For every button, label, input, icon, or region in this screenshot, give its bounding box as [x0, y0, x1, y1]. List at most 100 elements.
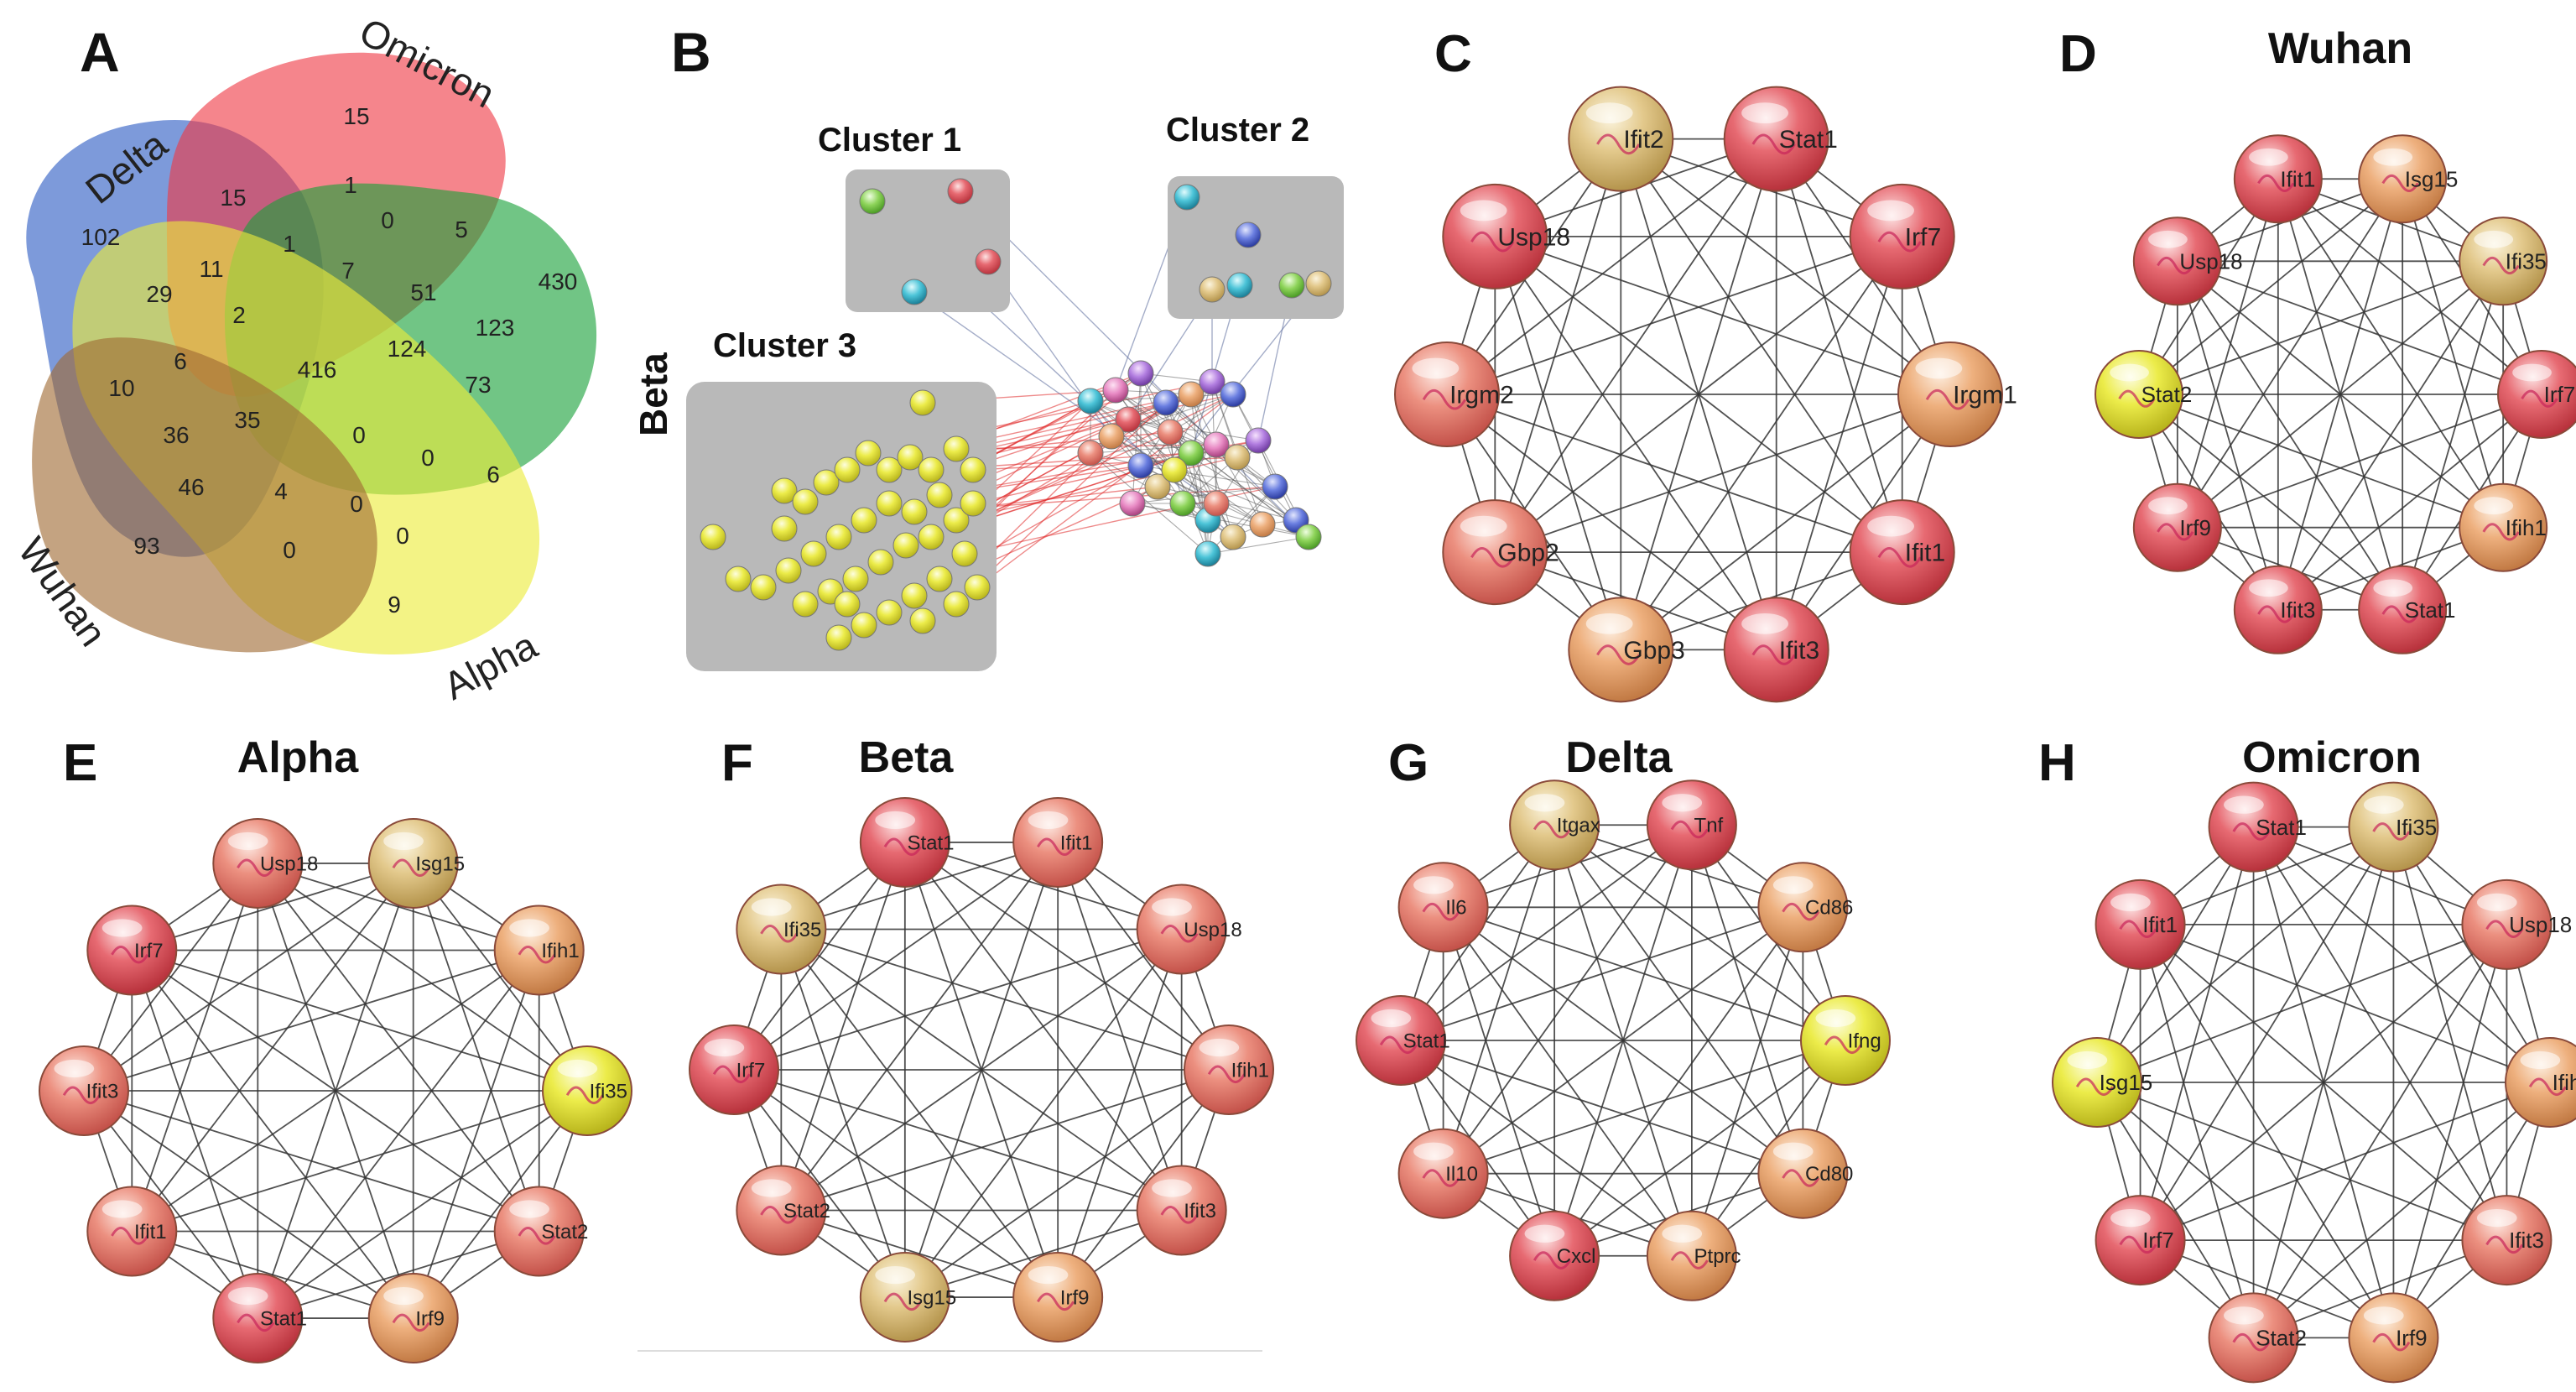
protein-node-label: Irf9 — [415, 1307, 445, 1330]
network-edge — [2402, 261, 2505, 611]
protein-node[interactable]: Gbp3 — [1568, 597, 1685, 703]
protein-node[interactable]: Stat1 — [1356, 995, 1450, 1086]
protein-node[interactable]: Ifi35 — [2459, 216, 2548, 306]
protein-node[interactable]: Ifng — [1800, 995, 1891, 1086]
protein-node[interactable]: Il6 — [1397, 862, 1489, 953]
protein-node[interactable]: Ifit3 — [1723, 597, 1829, 703]
protein-node-small — [1278, 272, 1305, 299]
protein-node[interactable]: Ifit1 — [1012, 796, 1104, 888]
network-edge — [2096, 1082, 2395, 1339]
protein-node-label: Itgax — [1557, 815, 1600, 837]
protein-node-small — [842, 566, 869, 592]
panel-b-network: B Beta Cluster 1 Cluster 2 Cluster 3 — [632, 21, 1344, 1352]
protein-node[interactable]: Isg15 — [367, 817, 465, 909]
protein-node[interactable]: Irf9 — [1012, 1252, 1104, 1343]
protein-node[interactable]: Ifih1 — [2459, 482, 2548, 572]
protein-node-highlight — [1585, 102, 1633, 124]
protein-node[interactable]: Ifi35 — [736, 884, 827, 975]
protein-node[interactable]: Stat2 — [493, 1186, 589, 1277]
protein-node-small — [960, 456, 986, 483]
protein-node[interactable]: Irf7 — [689, 1024, 779, 1115]
protein-node-small — [1199, 368, 1226, 395]
protein-node[interactable]: Isg15 — [2052, 1037, 2152, 1128]
protein-node[interactable]: Ifi35 — [2348, 781, 2439, 873]
protein-node[interactable]: Ifit2 — [1568, 86, 1674, 192]
protein-node-label: Usp18 — [2179, 248, 2242, 274]
protein-node-label: Ifit1 — [1060, 832, 1093, 854]
protein-node[interactable]: Usp18 — [1136, 884, 1242, 975]
protein-structure-glyph — [1782, 902, 1820, 921]
network-edge — [2096, 826, 2395, 1083]
protein-node-small — [1262, 473, 1288, 500]
protein-node[interactable]: Cxcl — [1509, 1210, 1600, 1301]
protein-node[interactable]: Ifit1 — [2233, 134, 2323, 224]
protein-node[interactable]: Gbp2 — [1442, 499, 1559, 606]
protein-node[interactable]: Ifit3 — [1136, 1165, 1227, 1256]
protein-node[interactable]: Irf7 — [86, 905, 178, 996]
protein-node[interactable]: Ifih1 — [493, 905, 585, 996]
protein-node-small — [1178, 381, 1205, 408]
protein-node[interactable]: Usp18 — [2132, 216, 2243, 306]
protein-node[interactable]: Ifit1 — [86, 1186, 178, 1277]
protein-node[interactable]: Stat1 — [2358, 565, 2455, 654]
network-title: Beta — [859, 733, 955, 782]
protein-node[interactable]: Ifit1 — [2095, 878, 2186, 970]
protein-node-label: Ifi35 — [2396, 815, 2437, 840]
protein-node[interactable]: Irf9 — [367, 1273, 459, 1364]
protein-node-label: Stat2 — [783, 1200, 830, 1223]
protein-node-label: Stat2 — [2141, 382, 2193, 407]
protein-node-label: Stat1 — [2256, 815, 2307, 840]
protein-node[interactable]: Ifit3 — [39, 1045, 129, 1136]
protein-node[interactable]: Cd80 — [1757, 1128, 1853, 1219]
protein-node[interactable]: Stat1 — [212, 1273, 307, 1364]
protein-node[interactable]: Irf7 — [2497, 350, 2576, 439]
protein-node-label: Ifit3 — [2280, 597, 2315, 623]
network-edge — [904, 1069, 1230, 1298]
protein-node[interactable]: Ifih1 — [1184, 1024, 1274, 1115]
protein-node[interactable]: Irgm2 — [1394, 341, 1514, 447]
protein-node[interactable]: Tnf — [1646, 779, 1737, 871]
protein-node-highlight — [2110, 893, 2151, 912]
protein-node[interactable]: Irf7 — [2095, 1195, 2186, 1286]
protein-node-small — [926, 482, 953, 508]
protein-node[interactable]: Isg15 — [859, 1252, 956, 1343]
protein-node-small — [901, 582, 928, 609]
protein-node[interactable]: Irgm1 — [1897, 341, 2017, 447]
protein-node[interactable]: Usp18 — [2461, 878, 2572, 970]
protein-node[interactable]: Irf7 — [1849, 183, 1955, 289]
protein-node-label: Usp18 — [2509, 912, 2572, 937]
protein-node[interactable]: Usp18 — [212, 817, 318, 909]
protein-node[interactable]: Ifih1 — [2505, 1037, 2576, 1128]
protein-node[interactable]: Stat1 — [859, 796, 955, 888]
protein-node[interactable]: Stat2 — [2208, 1292, 2307, 1384]
protein-node[interactable]: Usp18 — [1442, 183, 1570, 289]
protein-node[interactable]: Isg15 — [2358, 134, 2458, 224]
protein-node[interactable]: Ifit1 — [1849, 499, 1955, 606]
protein-node[interactable]: Ifit3 — [2461, 1195, 2553, 1286]
network-edge — [781, 1209, 1059, 1298]
protein-node[interactable]: Stat2 — [2095, 350, 2193, 439]
network-edge — [1494, 138, 1622, 553]
protein-node-highlight — [1585, 613, 1633, 634]
protein-node[interactable]: Cd86 — [1757, 862, 1853, 953]
protein-node[interactable]: Itgax — [1509, 779, 1600, 871]
protein-node[interactable]: Irf9 — [2132, 482, 2222, 572]
protein-structure-glyph — [1160, 925, 1199, 943]
protein-node[interactable]: Ifi35 — [542, 1045, 632, 1136]
protein-structure-glyph — [1877, 231, 1922, 253]
protein-structure-glyph — [1422, 902, 1460, 921]
protein-node[interactable]: Ptprc — [1646, 1210, 1741, 1301]
protein-node[interactable]: Il10 — [1397, 1128, 1489, 1219]
protein-node[interactable]: Ifit3 — [2233, 565, 2323, 654]
protein-node[interactable]: Stat1 — [1723, 86, 1838, 192]
protein-node[interactable]: Irf9 — [2348, 1292, 2439, 1384]
network-panel-c: CStat1Irf7Irgm1Ifit1Ifit3Gbp3Gbp2Irgm2Us… — [1394, 25, 2017, 703]
protein-node[interactable]: Stat2 — [736, 1165, 830, 1256]
protein-node-label: Tnf — [1694, 815, 1724, 837]
protein-node[interactable]: Stat1 — [2208, 781, 2307, 873]
protein-structure-glyph — [2119, 1235, 2157, 1254]
protein-node-highlight — [1772, 876, 1814, 894]
network-edge — [781, 928, 1230, 1071]
protein-node-highlight — [2248, 148, 2288, 166]
